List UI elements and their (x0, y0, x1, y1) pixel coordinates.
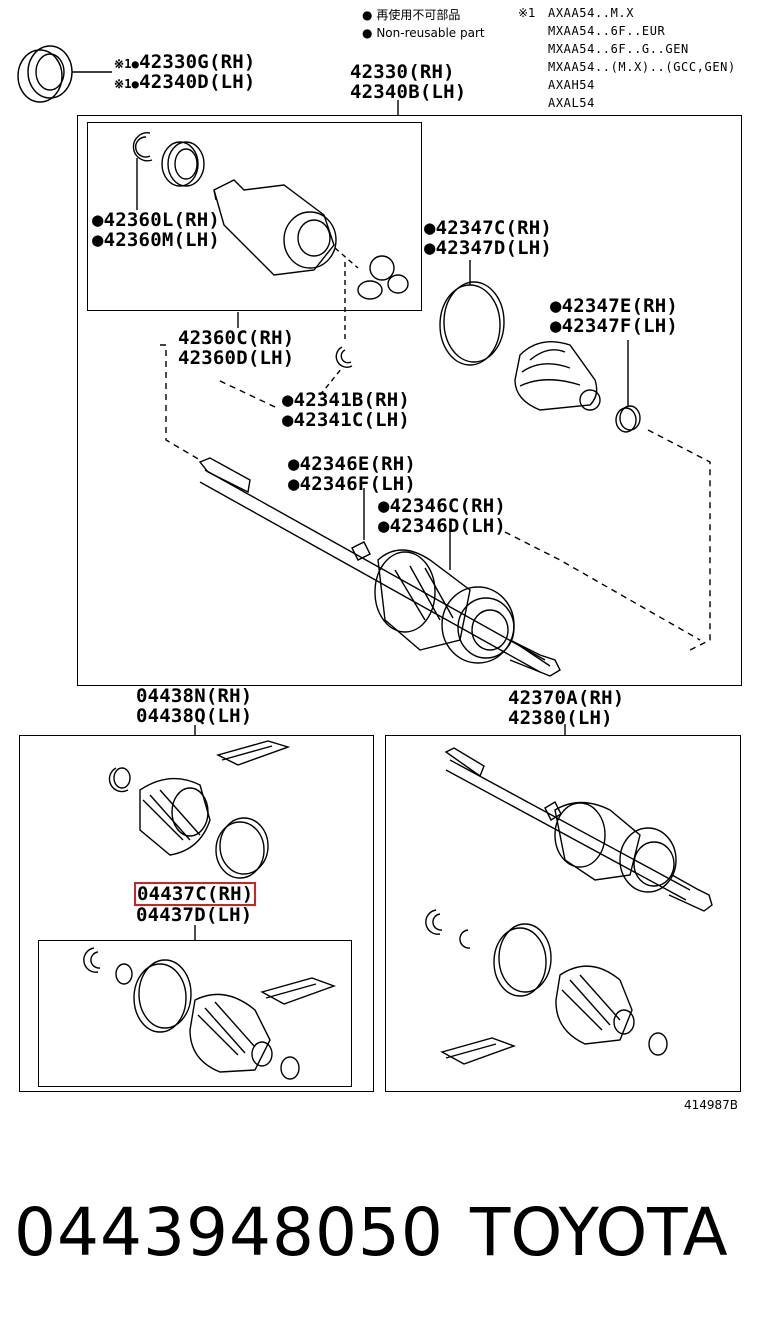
part-label-42346f[interactable]: ●42346F(LH) (288, 473, 417, 495)
applicability-item: MXAA54..6F..G..GEN (548, 42, 689, 56)
part-label-42340d[interactable]: ※1●42340D(LH) (114, 72, 256, 93)
legend-en-text: Non-reusable part (376, 26, 485, 40)
part-label-42341b[interactable]: ●42341B(RH) (282, 389, 411, 411)
part-label-42330g[interactable]: ※1●42330G(RH) (114, 52, 256, 73)
part-label-42347f[interactable]: ●42347F(LH) (550, 315, 679, 337)
legend-jp-text: 再使用不可部品 (376, 8, 461, 22)
part-label-42347d[interactable]: ●42347D(LH) (424, 237, 553, 259)
applicability-item: MXAA54..(M.X)..(GCC,GEN) (548, 60, 736, 74)
boot-kit-frame (19, 735, 374, 1092)
part-number-text: 42330G(RH) (139, 51, 256, 73)
part-label-04437c-highlighted[interactable]: 04437C(RH) (133, 882, 257, 906)
drive-shaft-lower-drawing (444, 747, 713, 912)
part-label-42346c[interactable]: ●42346C(RH) (378, 495, 507, 517)
part-label-04438n[interactable]: 04438N(RH) (136, 685, 253, 707)
part-label-42380[interactable]: 42380(LH) (508, 707, 613, 729)
part-label-04438q[interactable]: 04438Q(LH) (136, 705, 253, 727)
part-label-42360c[interactable]: 42360C(RH) (178, 327, 295, 349)
seal-ring-drawing (17, 45, 112, 103)
part-label-42341c[interactable]: ●42341C(LH) (282, 409, 411, 431)
mark-note: ※1● (114, 57, 140, 71)
bullet-icon: ● (362, 26, 373, 40)
part-label-42360l[interactable]: ●42360L(RH) (92, 209, 221, 231)
part-number-text: 42340D(LH) (139, 71, 256, 93)
part-label-42330[interactable]: 42330(RH) (350, 61, 455, 83)
applicability-item: AXAA54..M.X (548, 6, 635, 20)
shaft-assembly-frame (385, 735, 741, 1092)
part-label-42360d[interactable]: 42360D(LH) (178, 347, 295, 369)
bullet-icon: ● (362, 8, 373, 22)
part-label-42347c[interactable]: ●42347C(RH) (424, 217, 553, 239)
applicability-item: AXAH54 (548, 78, 595, 92)
assembly-frame-upper (77, 115, 742, 686)
diagram-id: 414987B (684, 1098, 739, 1112)
applicability-mark: ※1 (518, 6, 536, 20)
drive-shaft-drawing (198, 457, 561, 677)
part-label-42360m[interactable]: ●42360M(LH) (92, 229, 221, 251)
part-label-42346d[interactable]: ●42346D(LH) (378, 515, 507, 537)
legend-nonreusable-jp: ● 再使用不可部品 (362, 6, 460, 24)
part-number-title: 0443948050 (14, 1194, 444, 1271)
applicability-item: AXAL54 (548, 96, 595, 110)
mark-note: ※1● (114, 77, 140, 91)
legend-nonreusable-en: ● Non-reusable part (362, 24, 485, 42)
applicability-item: MXAA54..6F..EUR (548, 24, 666, 38)
part-label-42370a[interactable]: 42370A(RH) (508, 687, 625, 709)
applicability-list: AXAA54..M.X MXAA54..6F..EUR MXAA54..6F..… (548, 4, 736, 112)
part-label-42340b[interactable]: 42340B(LH) (350, 81, 467, 103)
part-label-04437d[interactable]: 04437D(LH) (136, 904, 253, 926)
inboard-joint-frame (87, 122, 422, 311)
part-label-42347e[interactable]: ●42347E(RH) (550, 295, 679, 317)
part-label-42346e[interactable]: ●42346E(RH) (288, 453, 417, 475)
boot-kit-inner-frame (38, 940, 352, 1087)
brand-name: TOYOTA (470, 1194, 728, 1271)
